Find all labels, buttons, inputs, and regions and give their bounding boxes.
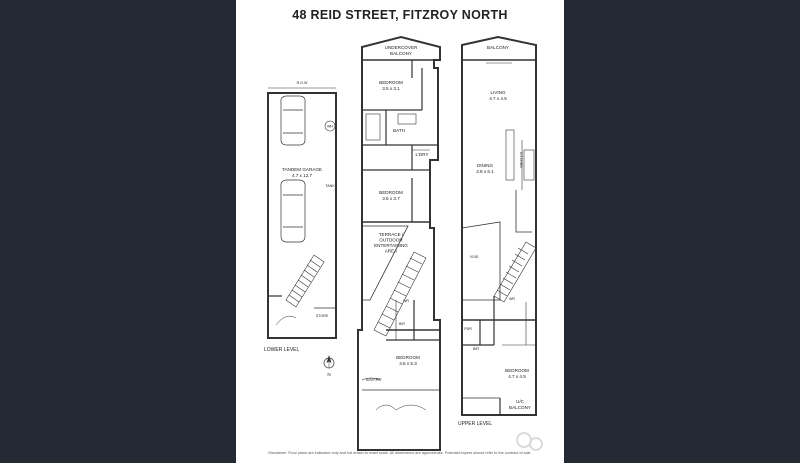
kitchen-label: KITCHEN [519, 152, 523, 168]
middle-br-label: B/R [399, 322, 405, 326]
bedroom2-dims-label: 3.5 x 3.7 [382, 196, 400, 201]
bedroom3-dims-label: 3.6 x 5.3 [399, 361, 417, 366]
kitchen-bench-icon [505, 129, 515, 181]
laundry-label: L'DRY [415, 152, 428, 157]
wh-label: WH [327, 125, 333, 129]
bedroom1-dims-label: 3.5 x 3.1 [382, 86, 400, 91]
middle-wr-label: WR [403, 299, 409, 303]
upper-bedroom-dims-label: 4.7 x 4.5 [508, 374, 526, 379]
stairs-icon [493, 241, 537, 303]
lower-level-label: LOWER LEVEL [264, 347, 300, 353]
disclaimer-text: Disclaimer: Floor plans are indicative o… [268, 451, 532, 455]
garage-dims-label: 4.7 x 12.7 [292, 173, 313, 178]
car-icon [280, 95, 306, 146]
garage-name-label: TANDEM GARAGE [282, 167, 322, 172]
terrace-line3: ENTERTAINING [374, 243, 408, 248]
car-icon [280, 179, 306, 243]
dining-dims-label: 2.8 x 6.1 [476, 169, 494, 174]
void-label: VOID [470, 255, 479, 259]
living-dims-label: 4.7 x 4.5 [489, 96, 507, 101]
terrace-line2: OUTDOOR [379, 238, 403, 243]
bedroom2-name-label: BEDROOM [379, 190, 403, 195]
upper-wr-label: WR [509, 297, 515, 301]
store-label: STORE [316, 314, 329, 318]
undercover-balcony-line1: UNDERCOVER [385, 45, 418, 50]
terrace-line4: AREA [385, 249, 398, 254]
bath-label: BATH [393, 128, 405, 133]
tank-label: TANK [325, 184, 335, 188]
north-compass-icon [323, 355, 335, 369]
row-label: R.O.W [297, 81, 308, 85]
water-heater-icon [324, 120, 336, 132]
middle-level-plan [357, 35, 441, 451]
bedroom3-name-label: BEDROOM [396, 355, 420, 360]
agency-watermark-icon [516, 432, 543, 451]
floor-plan-drawing: N R.O.W TANDEM GARAGE 4.7 x 12.7 WH TANK… [264, 35, 537, 451]
living-name-label: LIVING [490, 90, 505, 95]
compass-north-label: N [327, 372, 330, 377]
pdr-label: PDR [464, 327, 472, 331]
uc-balcony-line1: U/C [516, 399, 525, 404]
undercover-balcony-line2: BALCONY [390, 51, 412, 56]
balcony-label: BALCONY [487, 45, 509, 50]
dining-name-label: DINING [477, 163, 494, 168]
entry-label: ENTRY [366, 377, 382, 382]
lower-level-plan [267, 87, 337, 339]
uc-balcony-line2: BALCONY [509, 405, 531, 410]
upper-level-label: UPPER LEVEL [458, 421, 492, 427]
floor-plan-sheet: 48 REID STREET, FITZROY NORTH [236, 0, 564, 463]
upper-bedroom-name-label: BEDROOM [505, 368, 529, 373]
upper-br-label: B/R [473, 347, 479, 351]
stairs-icon [285, 254, 325, 308]
bedroom1-name-label: BEDROOM [379, 80, 403, 85]
property-address-title: 48 REID STREET, FITZROY NORTH [292, 8, 508, 22]
upper-level-plan [461, 35, 537, 416]
terrace-line1: TERRACE / [379, 232, 404, 237]
bath-tub-icon [365, 113, 381, 141]
